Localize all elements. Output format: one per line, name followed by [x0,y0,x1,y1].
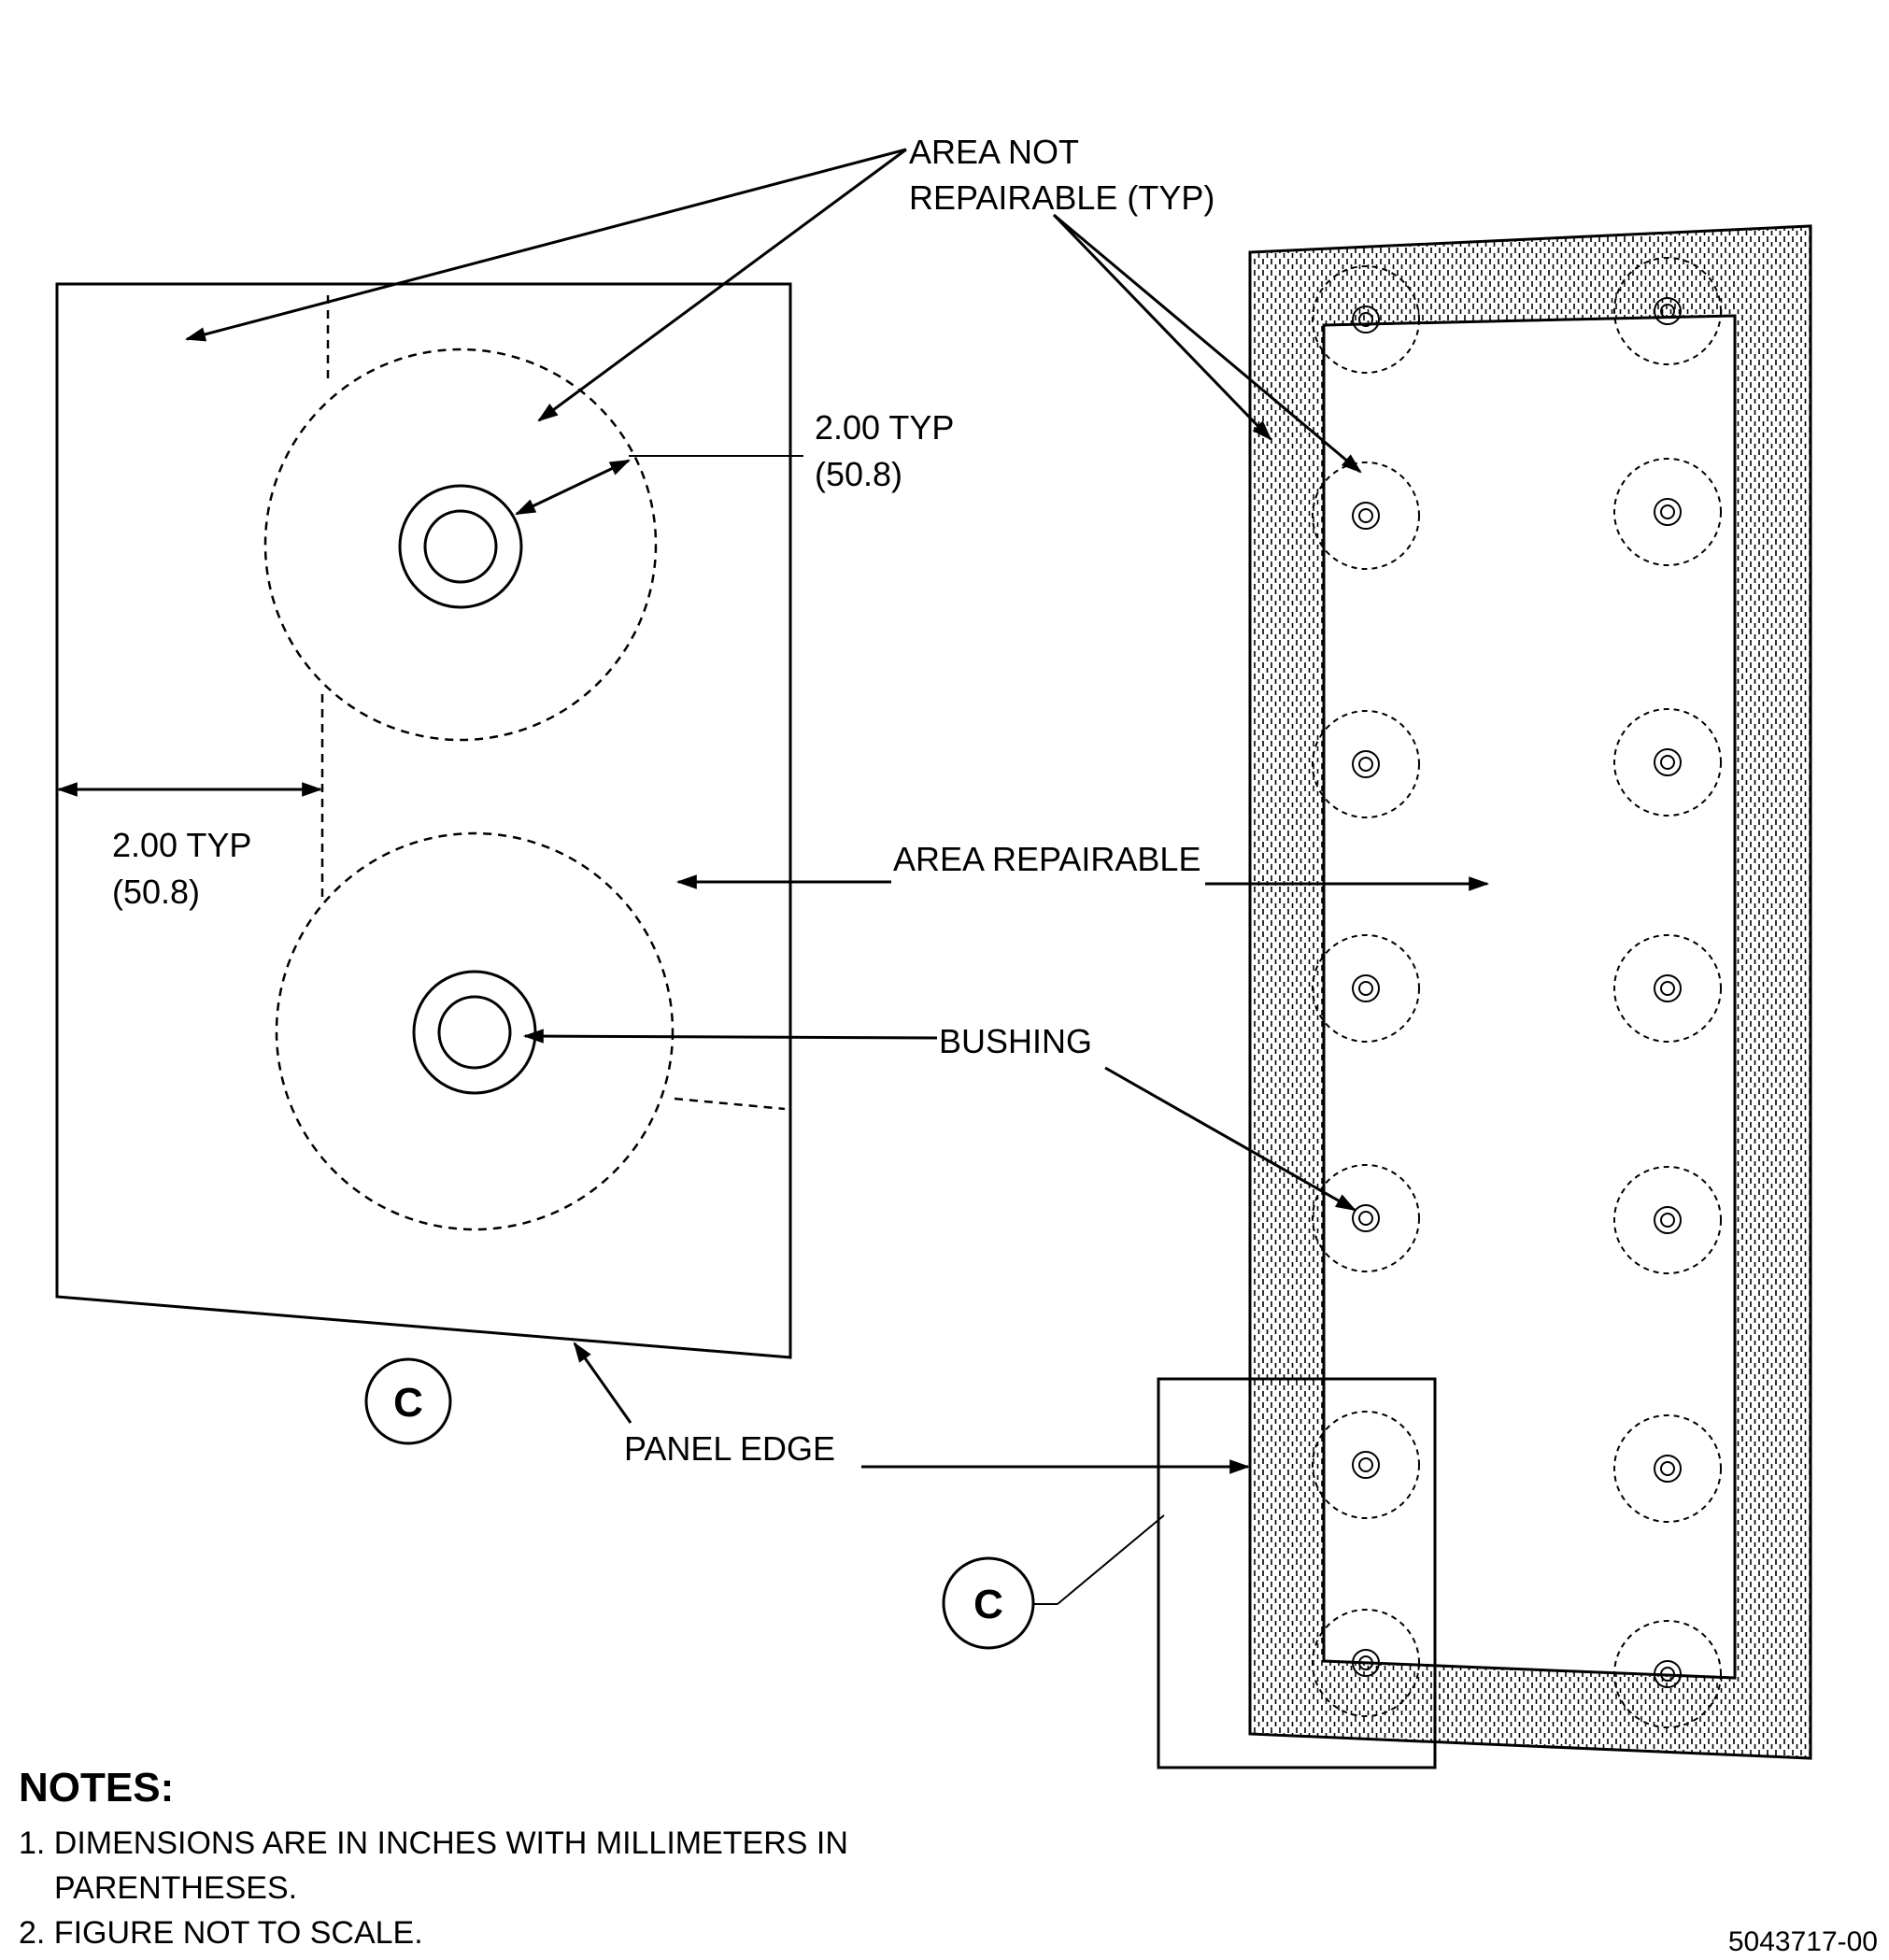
svg-text:C: C [393,1380,423,1426]
bushing-icon [398,484,523,609]
bushing-icon [1613,458,1722,566]
detail-box [1157,1377,1437,1769]
notes: NOTES: 1. DIMENSIONS ARE IN INCHES WITH … [19,1765,848,1951]
note-1-cont: PARENTHESES. [54,1870,297,1906]
dimension-label-left: 2.00 TYP [112,826,251,864]
detail-view-c: 2.00 TYP (50.8) 2.00 TYP (50.8) C [55,282,954,1445]
area-repairable-leaders [675,874,1490,891]
bushing-icon [1613,1166,1722,1274]
area-not-repairable-label: AREA NOT [909,133,1079,171]
detail-callout-right: C [942,1556,1035,1650]
note-1: 1. DIMENSIONS ARE IN INCHES WITH MILLIME… [19,1825,848,1861]
bushing-icon [1312,1411,1420,1519]
bushing-icon [1312,462,1420,570]
panel-overview: C [942,224,1812,1769]
bushing-icon [1613,1414,1722,1523]
area-not-repairable-label-2: REPAIRABLE (TYP) [909,178,1214,217]
not-repairable-zone-lower [275,831,675,1231]
dimension-label-top: 2.00 TYP [815,408,954,447]
area-repairable-label: AREA REPAIRABLE [893,840,1200,878]
note-2: 2. FIGURE NOT TO SCALE. [19,1915,423,1951]
bushing-icon [1613,1620,1722,1728]
svg-text:C: C [973,1582,1003,1627]
bushing-icon [1312,265,1420,374]
bushing-icon [1312,710,1420,818]
detail-callout-leader [1057,1514,1165,1605]
bushing-column-left [1312,265,1420,1717]
notes-title: NOTES: [19,1765,174,1811]
bushing-icon [412,970,537,1095]
figure-id: 5043717-00 [1728,1926,1878,1957]
detail-callout-left: C [364,1357,452,1445]
bushing-icon [1613,708,1722,817]
bushing-label: BUSHING [939,1022,1092,1060]
area-not-repairable-leaders [184,148,1362,474]
dimension-arrow-radial [515,459,631,516]
dimension-label-left-mm: (50.8) [112,873,200,911]
repair-boundary [320,295,786,1111]
panel-edge-label: PANEL EDGE [624,1429,835,1468]
bushing-icon [1613,257,1722,365]
bushing-icon [1312,1164,1420,1272]
panel-edge-leaders [573,1342,1251,1474]
bushing-leaders [522,1029,1356,1212]
bushing-icon [1312,1609,1420,1717]
bushing-icon [1613,934,1722,1043]
bushing-icon [1312,934,1420,1043]
bushing-column-right [1613,257,1722,1728]
panel-outline [55,282,792,1359]
hatched-non-repairable-area [1248,224,1812,1760]
dimension-label-top-mm: (50.8) [815,455,902,493]
repairable-boundary [1322,314,1737,1680]
not-repairable-zone-upper [263,348,658,742]
